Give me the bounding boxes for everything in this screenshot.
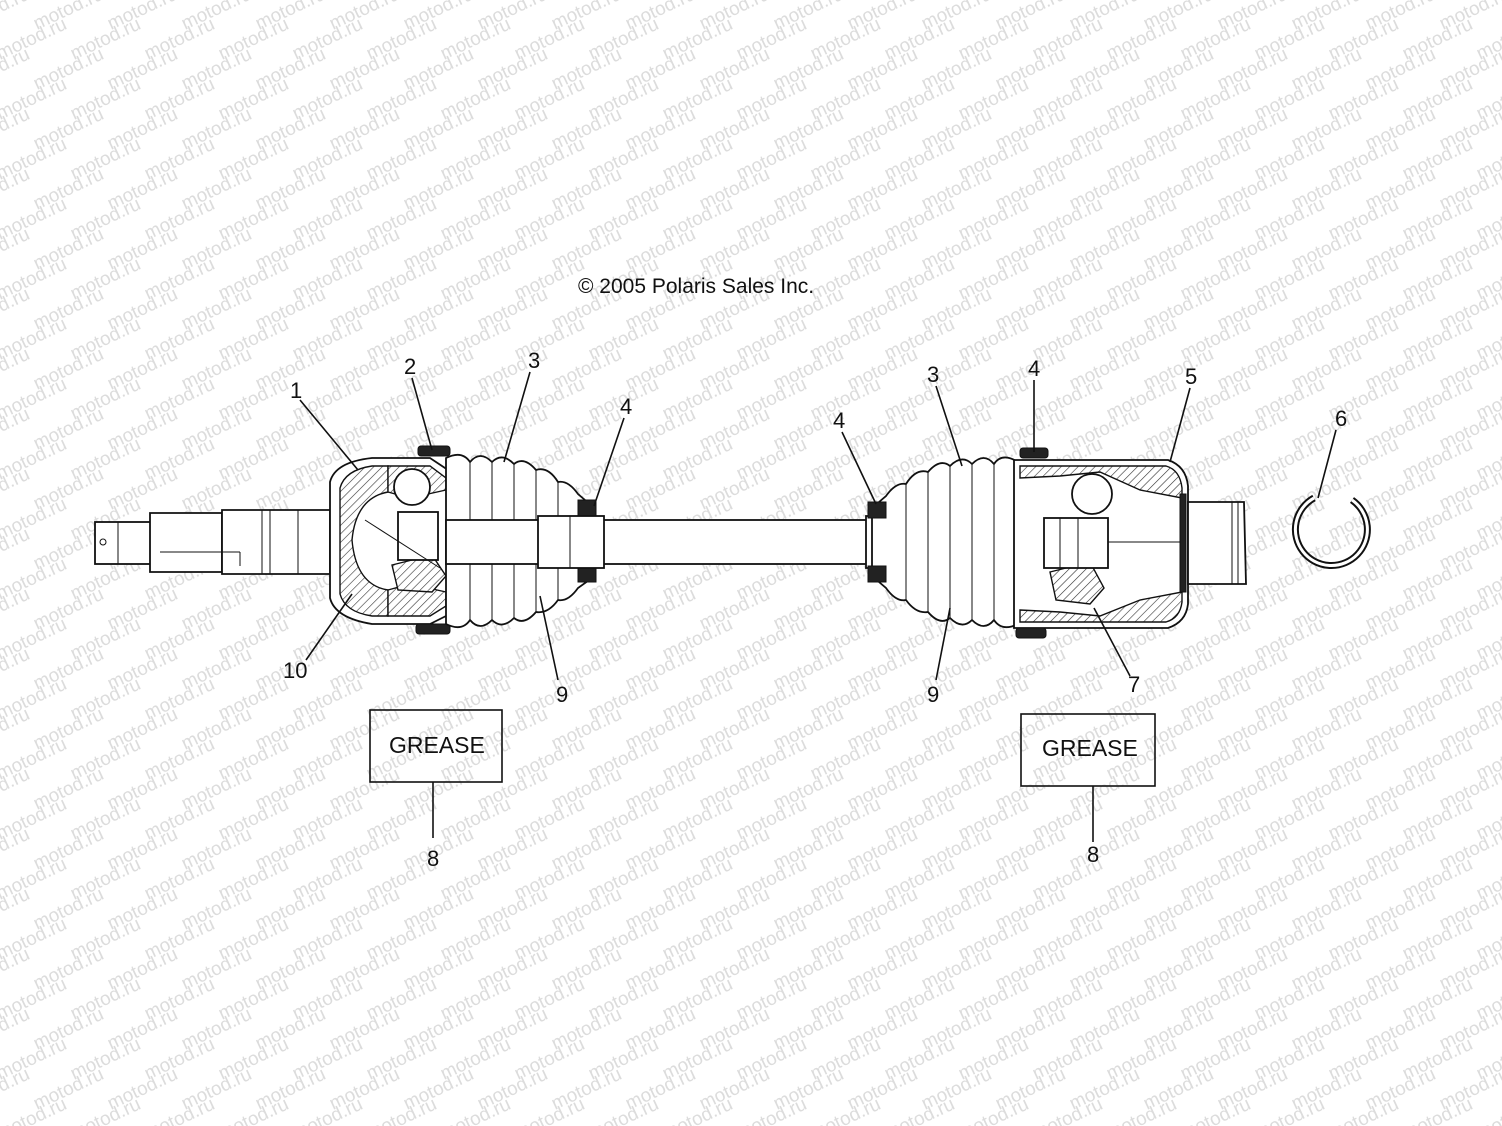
- callout-3-left: 3: [528, 348, 540, 373]
- callout-8-right: 8: [1087, 842, 1099, 867]
- callout-2: 2: [404, 354, 416, 379]
- inner-cv-housing: [329, 445, 451, 635]
- callout-10: 10: [283, 658, 307, 683]
- callout-3-right: 3: [927, 362, 939, 387]
- callout-9-left: 9: [556, 682, 568, 707]
- inner-stub-shaft: [94, 509, 331, 575]
- callout-4-mid: 4: [833, 408, 845, 433]
- main-axle-shaft: [445, 515, 927, 569]
- callout-8-left: 8: [427, 846, 439, 871]
- callout-5: 5: [1185, 364, 1197, 389]
- callout-4-left: 4: [620, 394, 632, 419]
- callout-6: 6: [1335, 406, 1347, 431]
- callout-7: 7: [1128, 672, 1140, 697]
- copyright-text: © 2005 Polaris Sales Inc.: [578, 275, 814, 298]
- outer-cv-housing: [1013, 447, 1189, 639]
- callout-4-right: 4: [1028, 356, 1040, 381]
- grease-label-right: GREASE: [1042, 735, 1138, 761]
- callout-9-right: 9: [927, 682, 939, 707]
- callout-1: 1: [290, 378, 302, 403]
- outer-stub-shaft: [1187, 501, 1247, 585]
- grease-label-left: GREASE: [389, 732, 485, 758]
